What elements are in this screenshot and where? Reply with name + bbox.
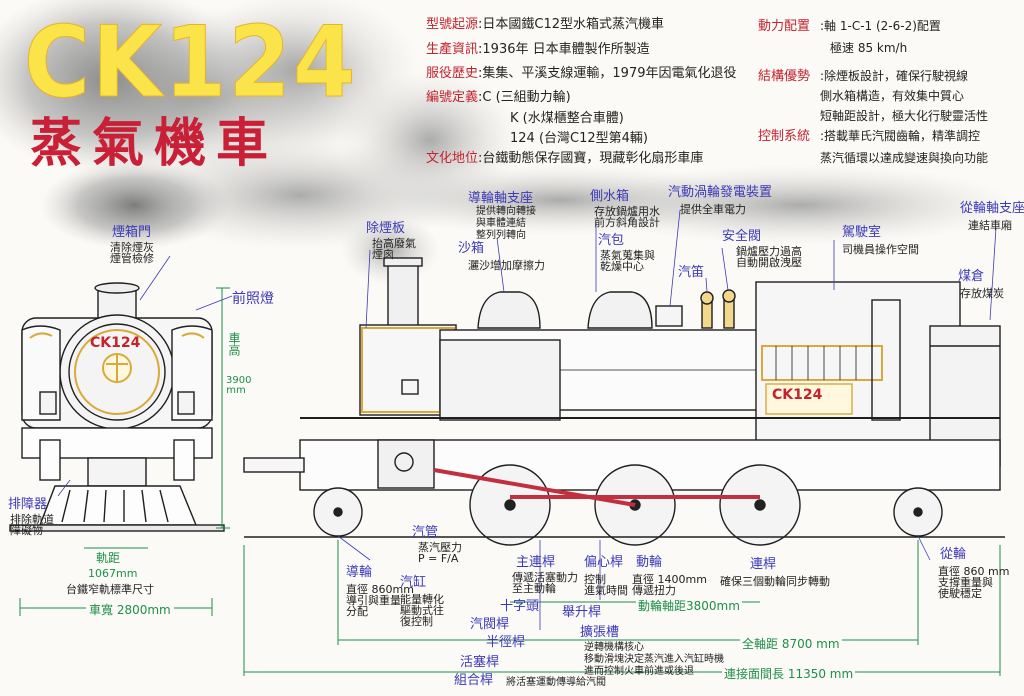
headlight-label: 前照燈 — [232, 291, 274, 307]
gauge-desc: 台鐵窄軌標準尺寸 — [66, 583, 154, 596]
front-view — [9, 282, 225, 532]
width-label: 車寬 2800mm — [86, 604, 174, 616]
expansion-link-label: 擴張槽 — [580, 625, 620, 640]
turbo-generator-label: 汽動渦輪發電裝置 — [668, 185, 773, 200]
power-line: :軸 1-C-1 (2-6-2)配置 — [820, 19, 941, 33]
coupling-rod — [433, 468, 760, 507]
side-view — [243, 257, 1005, 546]
eccentric-rod-label: 偏心桿 — [584, 555, 624, 570]
info-value: K (水煤櫃整合車體) — [510, 111, 624, 126]
info-row: 型號起源:日本國鐵C12型水箱式蒸汽機車 — [426, 18, 664, 31]
structure-line: :除煙板設計，確保行駛視線 — [820, 69, 969, 83]
side-tank-label: 側水箱 — [590, 189, 630, 204]
coal-bunker-desc: 存放煤炭 — [960, 287, 1004, 300]
coupling-rod-desc: 確保三個動輪同步轉動 — [720, 575, 830, 588]
driving-wheelbase-label: 動輪軸距3800mm — [636, 599, 742, 613]
info-label: 型號起源 — [426, 17, 479, 32]
crosshead-label: 十字頭 — [500, 599, 540, 614]
smokebox-door-desc: 清除煙灰 煙管檢修 — [110, 241, 154, 265]
smoke-deflector-label: 除煙板 — [366, 221, 406, 236]
expansion-link-desc: 逆轉機構核心 移動滑塊決定蒸汽進入汽缸時機 進而控制火車前進或後退 — [584, 642, 724, 677]
pilot-wheel-label: 導輪 — [346, 565, 373, 580]
driving-wheel-label: 動輪 — [636, 555, 663, 570]
info-value: :日本國鐵C12型水箱式蒸汽機車 — [478, 17, 665, 32]
total-wheelbase-label: 全軸距 8700 mm — [740, 637, 842, 651]
sand-box-desc: 灑沙增加摩擦力 — [468, 259, 545, 272]
info-value: :C (三組動力輪) — [478, 90, 571, 105]
info-label: 編號定義 — [426, 90, 479, 105]
info-row: 文化地位:台鐵動態保存國寶，現藏彰化扇形車庫 — [426, 152, 703, 165]
sand-box-label: 沙箱 — [458, 241, 485, 256]
steam-dome-label: 汽包 — [598, 233, 625, 248]
trailing-truck-bearing-label: 從輪軸支座 — [960, 201, 1024, 216]
safety-valve-desc: 鍋爐壓力過高 自動開啟洩壓 — [736, 245, 802, 269]
trailing-truck-bearing-desc: 連結車廂 — [968, 219, 1012, 232]
control-label: 控制系統 — [758, 129, 811, 144]
pilot-wheel-desc: 直徑 860mm 導引與重量 分配 — [346, 583, 414, 618]
info-value: :1936年 日本車體製作所製造 — [478, 42, 650, 57]
info-value: :集集、平溪支線運輸，1979年因電氣化退役 — [478, 66, 737, 81]
combination-lever-label: 組合桿 — [454, 673, 494, 688]
eccentric-rod-desc: 控制 進氣時間 — [584, 573, 628, 597]
main-rod-desc: 傳遞活塞動力 至主動輪 — [512, 571, 578, 595]
info-label: 生產資訊 — [426, 42, 479, 57]
power-label: 動力配置 — [758, 19, 811, 34]
structure-label: 結構優勢 — [758, 69, 811, 84]
info-value: :台鐵動態保存國寶，現藏彰化扇形車庫 — [478, 151, 704, 166]
info-value: 124 (台灣C12型第4輛) — [510, 131, 648, 146]
height-label: 車高 — [227, 332, 241, 356]
whistle-label: 汽笛 — [678, 265, 705, 280]
cowcatcher-desc: 排除軌道 障礙物 — [10, 513, 54, 537]
cylinder-desc: 能量轉化 驅動式往 復控制 — [400, 593, 444, 628]
height-value: 3900 mm — [226, 375, 252, 396]
main-rod-label: 主連桿 — [516, 555, 556, 570]
info-label: 文化地位 — [426, 151, 479, 166]
cylinder-label: 汽缸 — [400, 575, 427, 590]
trailing-wheel-desc: 直徑 860 mm 支撐重量與 使駛穩定 — [938, 565, 1010, 600]
gauge-value: 1067mm — [88, 567, 138, 580]
steam-pipe-desc: 蒸汽壓力 P = F/A — [418, 541, 462, 565]
pilot-truck-bearing-desc: 提供轉向轉接 與車體連結 整列列轉向 — [476, 206, 536, 241]
smokebox-door-label: 煙箱門 — [112, 225, 152, 240]
cowcatcher-label: 排障器 — [8, 497, 48, 512]
power-line: 極速 85 km/h — [830, 41, 908, 55]
info-row: 編號定義:C (三組動力輪) — [426, 91, 571, 104]
info-row: 服役歷史:集集、平溪支線運輸，1979年因電氣化退役 — [426, 67, 736, 80]
coupled-length-label: 連接面間長 11350 mm — [722, 667, 856, 681]
side-number-plate: CK124 — [772, 387, 823, 403]
trailing-wheel-label: 從輪 — [940, 547, 967, 562]
front-number-plate: CK124 — [90, 335, 141, 351]
gauge-label: 軌距 — [96, 551, 121, 565]
smoke-cloud — [0, 0, 1020, 285]
piston-rod-label: 活塞桿 — [460, 655, 500, 670]
safety-valve-label: 安全閥 — [722, 229, 762, 244]
lift-rod-label: 舉升桿 — [562, 605, 602, 620]
leader-lines — [57, 209, 997, 630]
steam-pipe-label: 汽管 — [412, 525, 439, 540]
driving-wheel-desc: 直徑 1400mm 傳遞扭力 — [632, 573, 707, 597]
cab-desc: 司機員操作空間 — [842, 243, 919, 256]
control-line: :搭載華氏汽閥齒輪，精準調控 — [820, 129, 981, 143]
coupling-rod-label: 連桿 — [750, 557, 777, 572]
side-tank-desc: 存放鍋爐用水 前方斜角設計 — [594, 205, 660, 229]
structure-line: 側水箱構造，有效集中質心 — [820, 89, 965, 103]
info-row: 生產資訊:1936年 日本車體製作所製造 — [426, 43, 650, 56]
control-line: 蒸汽循環以達成變速與換向功能 — [820, 151, 989, 165]
turbo-generator-desc: 提供全車電力 — [680, 203, 746, 216]
info-label: 服役歷史 — [426, 66, 479, 81]
page-title: CK124 — [24, 6, 358, 120]
page-subtitle: 蒸氣機車 — [30, 113, 279, 174]
coal-bunker-label: 煤倉 — [958, 269, 985, 284]
smoke-deflector-desc: 抬高廢氣 煙囪 — [372, 237, 416, 261]
structure-line: 短軸距設計，極大化行駛靈活性 — [820, 109, 989, 123]
steam-dome-desc: 蒸氣蒐集與 乾燥中心 — [600, 249, 655, 273]
combination-lever-desc: 將活塞運動傳導給汽閥 — [506, 677, 606, 688]
radius-rod-label: 半徑桿 — [486, 635, 526, 650]
pilot-truck-bearing-label: 導輪軸支座 — [468, 191, 534, 206]
cab-label: 駕駛室 — [842, 225, 882, 240]
valve-rod-label: 汽閥桿 — [470, 617, 510, 632]
